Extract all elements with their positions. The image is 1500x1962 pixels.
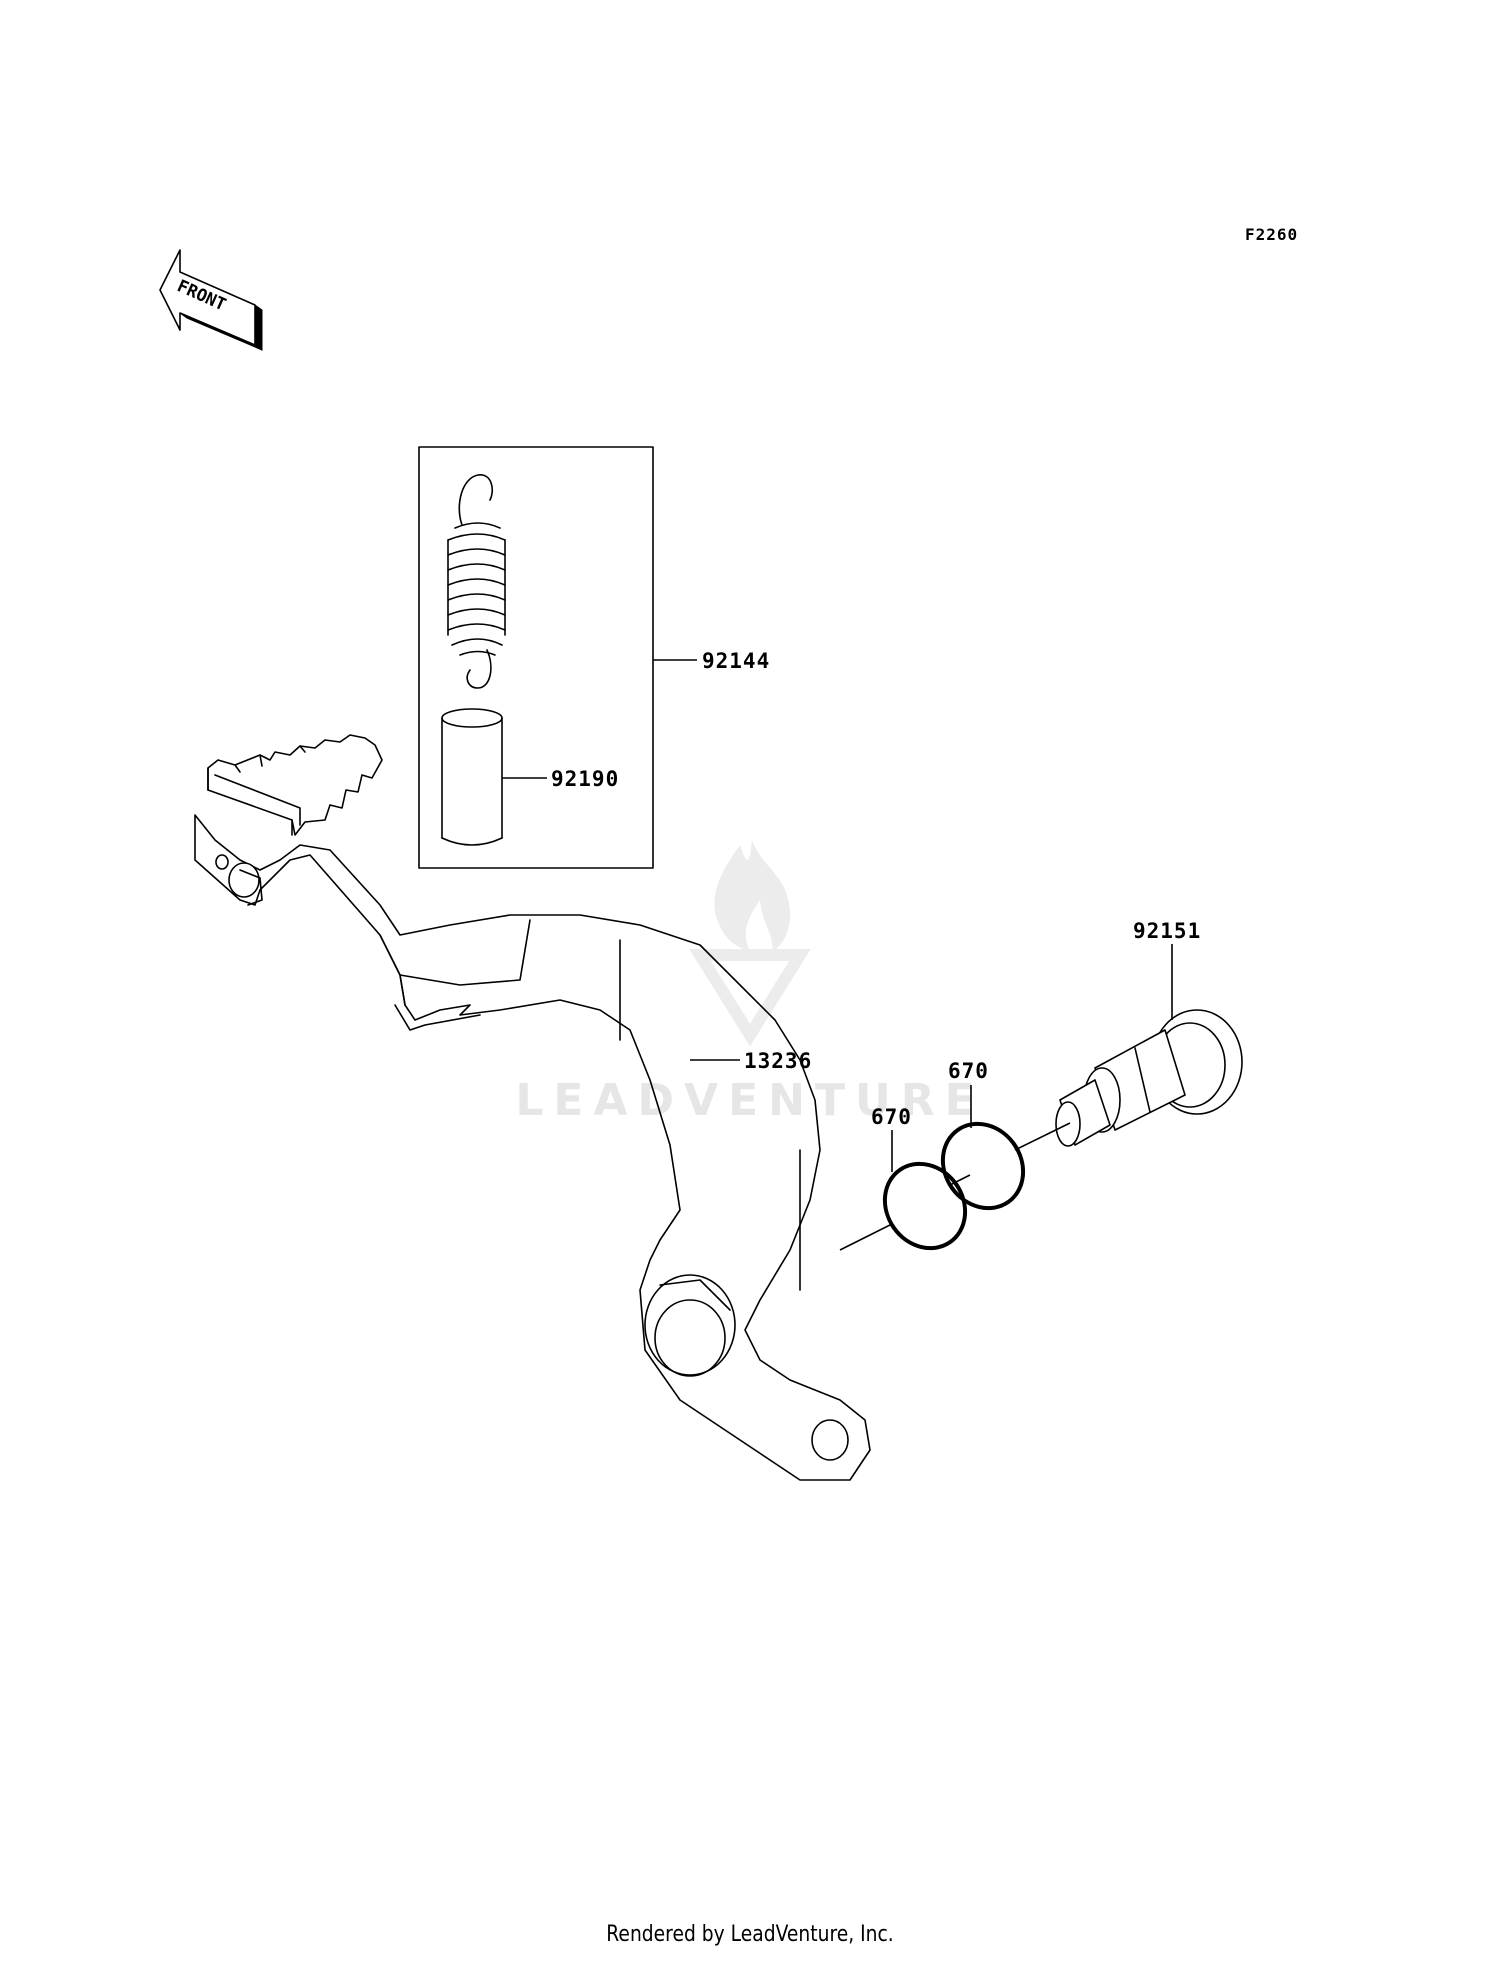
watermark-flame-logo	[689, 840, 811, 1047]
part-label-92144: 92144	[702, 649, 770, 673]
pivot-bolt-icon	[1055, 1009, 1243, 1147]
o-ring-icon-1	[882, 1161, 968, 1251]
part-label-92190: 92190	[551, 767, 619, 791]
spring-icon	[447, 474, 506, 689]
part-label-92151: 92151	[1133, 919, 1201, 943]
figure-code: F2260	[1245, 225, 1298, 244]
assembly-axis-line-2	[949, 1174, 971, 1186]
watermark-text: LEADVENTURE	[515, 1075, 984, 1126]
kit-box	[418, 446, 654, 869]
watermark: LEADVENTURE	[515, 840, 984, 1126]
brake-pedal-icon	[194, 734, 871, 1481]
footer-credit: Rendered by LeadVenture, Inc.	[606, 1922, 894, 1947]
collar-icon	[441, 708, 503, 846]
assembly-axis-line	[839, 1224, 891, 1251]
part-label-13236: 13236	[744, 1049, 812, 1073]
part-label-670-1: 670	[871, 1105, 912, 1129]
o-ring-icon-2	[940, 1121, 1026, 1211]
assembly-axis-line-3	[1014, 1122, 1071, 1151]
front-arrow-icon: FRONT	[159, 249, 263, 351]
part-label-670-2: 670	[948, 1059, 989, 1083]
